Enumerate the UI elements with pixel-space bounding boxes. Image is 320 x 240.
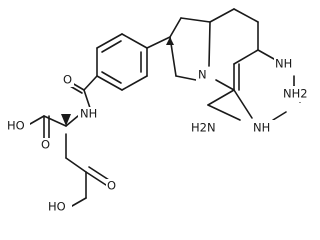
double-bond xyxy=(69,85,83,94)
bond xyxy=(65,157,87,173)
carboxyl-oxygen-label: O xyxy=(41,138,50,152)
bond-layer xyxy=(29,8,301,207)
label-background xyxy=(282,86,316,102)
bond xyxy=(257,49,275,60)
bond xyxy=(43,115,67,127)
bond xyxy=(146,36,171,49)
bond xyxy=(208,21,211,67)
bond xyxy=(121,75,148,91)
bond xyxy=(83,75,98,91)
bond xyxy=(233,89,253,119)
wedge-bond xyxy=(166,37,174,45)
bond xyxy=(121,33,148,49)
bond xyxy=(180,17,211,23)
label-layer: O NH HO O HO O N NH NH H2N NH2 xyxy=(6,56,316,214)
bond xyxy=(207,104,241,121)
double-bond-inner xyxy=(101,40,122,53)
amide-oxygen-label: O xyxy=(63,73,72,87)
side-chain-hydroxyl-label: HO xyxy=(48,200,66,214)
label-background xyxy=(190,120,224,136)
bond xyxy=(207,89,235,106)
bond xyxy=(215,79,235,91)
label-background xyxy=(274,56,298,72)
bond xyxy=(233,8,259,23)
pyrimidine-nh-top-label: NH xyxy=(275,57,292,71)
label-background xyxy=(252,120,276,136)
double-bond-inner xyxy=(101,71,122,84)
amino-right-label: NH2 xyxy=(283,87,308,101)
wedge-bond xyxy=(61,114,71,126)
label-background xyxy=(78,107,102,121)
bond xyxy=(96,75,123,91)
label-background xyxy=(46,200,72,214)
bond xyxy=(272,111,287,121)
stereo-layer xyxy=(61,37,174,126)
amino-left-label: H2N xyxy=(191,121,216,135)
carboxyl-hydroxyl-label: HO xyxy=(7,119,25,133)
side-chain-oxygen-label: O xyxy=(107,179,116,193)
bond xyxy=(85,171,107,186)
bond xyxy=(29,115,45,125)
label-background xyxy=(106,179,118,193)
bond xyxy=(83,89,91,109)
chemical-structure-diagram: O NH HO O HO O N NH NH H2N NH2 xyxy=(6,8,316,214)
label-background xyxy=(40,138,52,152)
bond xyxy=(175,75,197,81)
label-background xyxy=(62,73,74,87)
bond xyxy=(71,197,87,207)
label-background xyxy=(196,68,210,82)
ring-nitrogen-label: N xyxy=(198,68,207,82)
bond xyxy=(65,115,79,127)
bond xyxy=(233,49,259,65)
bond xyxy=(209,8,235,23)
bond xyxy=(96,33,123,49)
amide-nitrogen-label: NH xyxy=(80,107,97,121)
double-bond xyxy=(88,166,110,181)
pyrimidine-nh-bottom-label: NH xyxy=(253,121,270,135)
label-background xyxy=(6,119,30,133)
bond xyxy=(169,17,182,38)
